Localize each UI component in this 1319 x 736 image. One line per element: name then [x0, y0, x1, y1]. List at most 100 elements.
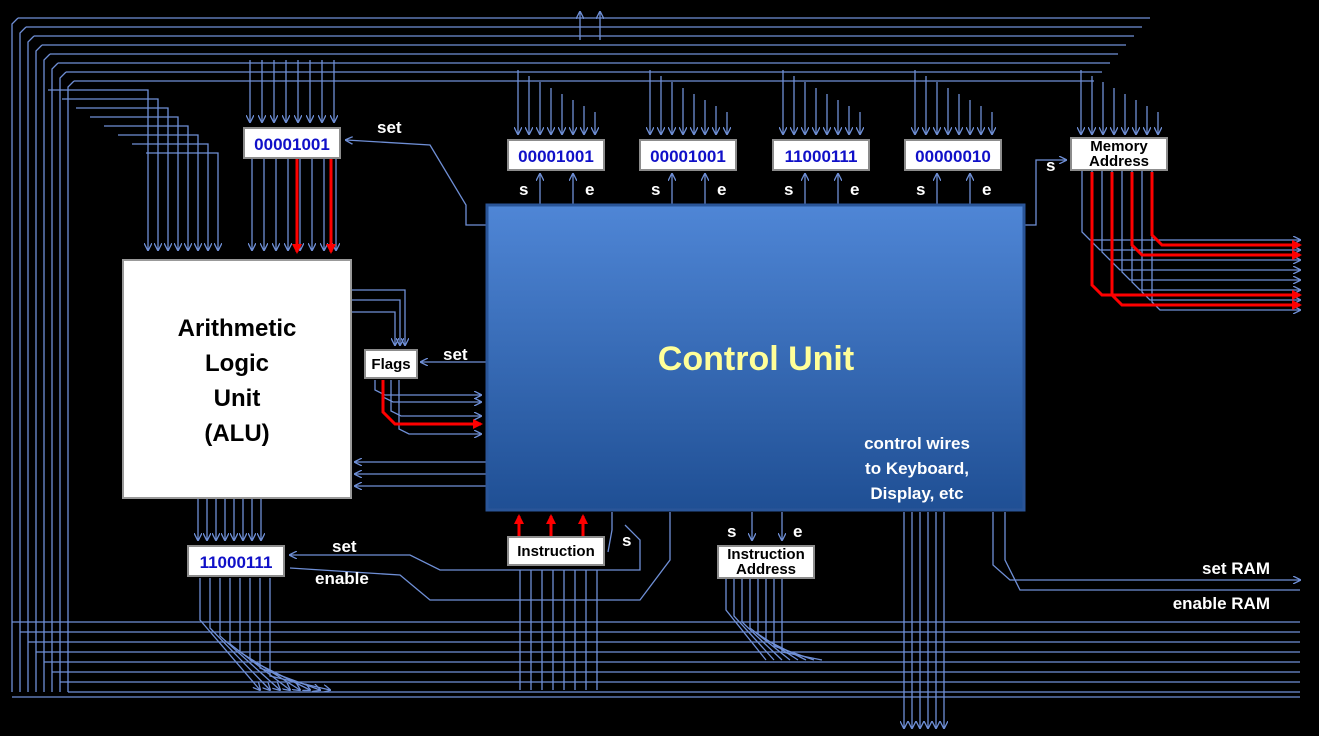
- control-unit-title: Control Unit: [658, 340, 854, 378]
- instruction-label: Instruction: [517, 543, 595, 560]
- set-control-wire: [607, 512, 613, 553]
- s-label-r3: s: [784, 180, 793, 199]
- alu-input-wire: [132, 143, 208, 250]
- bus-loop-left: [67, 80, 75, 692]
- register-output-wire: [219, 578, 280, 690]
- alu-line-4: (ALU): [204, 420, 269, 447]
- register-alu-input-value: 00001001: [254, 135, 330, 154]
- register-r2: 00001001: [639, 139, 737, 171]
- instruction-box: Instruction: [507, 536, 605, 566]
- alu-input-wire: [104, 125, 188, 250]
- bus-loop-left: [43, 53, 51, 692]
- bus-loop-left: [11, 17, 19, 692]
- set-ram-wire: [992, 512, 1300, 580]
- register-output-wire: [239, 578, 300, 690]
- alu-input-wire: [90, 116, 178, 250]
- bus-loop-left: [19, 26, 27, 692]
- memory-address-wire: [1131, 170, 1300, 290]
- set-control-wire: [1024, 160, 1066, 226]
- memory-address-wire: [1081, 170, 1300, 240]
- active-wires: [292, 158, 1302, 537]
- alu-input-wire: [48, 89, 148, 250]
- active-wire: [1150, 172, 1302, 250]
- alu-input-wire: [118, 134, 198, 250]
- register-alu-output: 11000111: [187, 545, 285, 577]
- e-label-r1: e: [585, 180, 594, 199]
- instruction-address-wire: [725, 578, 767, 661]
- memory-address-line-2: Address: [1089, 153, 1149, 170]
- alu-line-3: Unit: [214, 385, 261, 412]
- memory-address-wire: [1121, 170, 1300, 280]
- enable-ram-label: enable RAM: [1173, 594, 1270, 613]
- register-alu-output-value: 11000111: [200, 553, 273, 572]
- instruction-address-box: Instruction Address: [717, 545, 815, 579]
- bus-loop-left: [59, 71, 67, 692]
- control-note-line-1: control wires: [864, 434, 970, 453]
- register-r3: 11000111: [772, 139, 870, 171]
- active-wire: [381, 380, 483, 429]
- set-control-wire: [290, 524, 641, 571]
- alu-flag-wire: [351, 311, 395, 345]
- instruction-address-wire: [765, 578, 807, 661]
- control-note-line-2: to Keyboard,: [865, 459, 969, 478]
- alu-line-1: Arithmetic: [178, 315, 297, 342]
- s-label-memory-address: s: [1046, 156, 1055, 175]
- e-label-instruction-address: e: [793, 522, 802, 541]
- register-alu-input: 00001001: [243, 127, 341, 159]
- register-r3-value: 11000111: [785, 147, 858, 166]
- flags-label: Flags: [371, 356, 410, 373]
- set-label-alu-input: set: [377, 118, 402, 137]
- instruction-address-wire: [781, 578, 823, 661]
- s-label-instruction: s: [622, 531, 631, 550]
- instruction-address-line-2: Address: [736, 561, 796, 578]
- register-output-wire: [199, 578, 260, 690]
- set-label-flags: set: [443, 345, 468, 364]
- memory-address-line-1: Memory: [1090, 138, 1148, 155]
- flags-box: Flags: [364, 349, 418, 379]
- flags-control-wire: [374, 380, 481, 395]
- active-wire: [1090, 172, 1302, 300]
- register-output-wire: [249, 578, 310, 690]
- alu-line-2: Logic: [205, 350, 269, 377]
- s-label-r1: s: [519, 180, 528, 199]
- register-output-wire: [209, 578, 270, 690]
- enable-label-alu-output: enable: [315, 569, 369, 588]
- instruction-address-wire: [773, 578, 815, 661]
- memory-address-wire: [1101, 170, 1300, 260]
- memory-address-box: Memory Address: [1070, 137, 1168, 171]
- register-r2-value: 00001001: [650, 147, 726, 166]
- instruction-address-wire: [733, 578, 775, 661]
- s-label-instruction-address: s: [727, 522, 736, 541]
- alu-flag-wire: [351, 289, 405, 345]
- e-label-r4: e: [982, 180, 991, 199]
- alu-block: Arithmetic Logic Unit (ALU): [122, 259, 352, 499]
- active-wire: [1110, 172, 1302, 310]
- flags-control-wire: [390, 380, 481, 416]
- instruction-address-wire: [741, 578, 783, 661]
- set-ram-label: set RAM: [1202, 559, 1270, 578]
- set-label-alu-output: set: [332, 537, 357, 556]
- bus-loop-left: [27, 35, 35, 692]
- alu-input-wire: [62, 98, 158, 250]
- register-r1: 00001001: [507, 139, 605, 171]
- control-note-line-3: Display, etc: [870, 484, 963, 503]
- register-output-wire: [269, 578, 330, 690]
- instruction-address-line-1: Instruction: [727, 546, 805, 563]
- instruction-address-wire: [749, 578, 791, 661]
- control-unit: Control Unit control wires to Keyboard, …: [485, 203, 1026, 512]
- flags-control-wire: [398, 380, 481, 434]
- s-label-r4: s: [916, 180, 925, 199]
- register-r4: 00000010: [904, 139, 1002, 171]
- enable-ram-wire: [1004, 512, 1300, 591]
- alu-input-wire: [76, 107, 168, 250]
- bus-wires: [11, 12, 1300, 728]
- memory-address-wire: [1091, 170, 1300, 250]
- instruction-address-wire: [757, 578, 799, 661]
- e-label-r3: e: [850, 180, 859, 199]
- e-label-r2: e: [717, 180, 726, 199]
- register-r1-value: 00001001: [518, 147, 594, 166]
- active-wire: [1130, 172, 1302, 260]
- enable-control-wire: [289, 512, 671, 601]
- register-r4-value: 00000010: [915, 147, 991, 166]
